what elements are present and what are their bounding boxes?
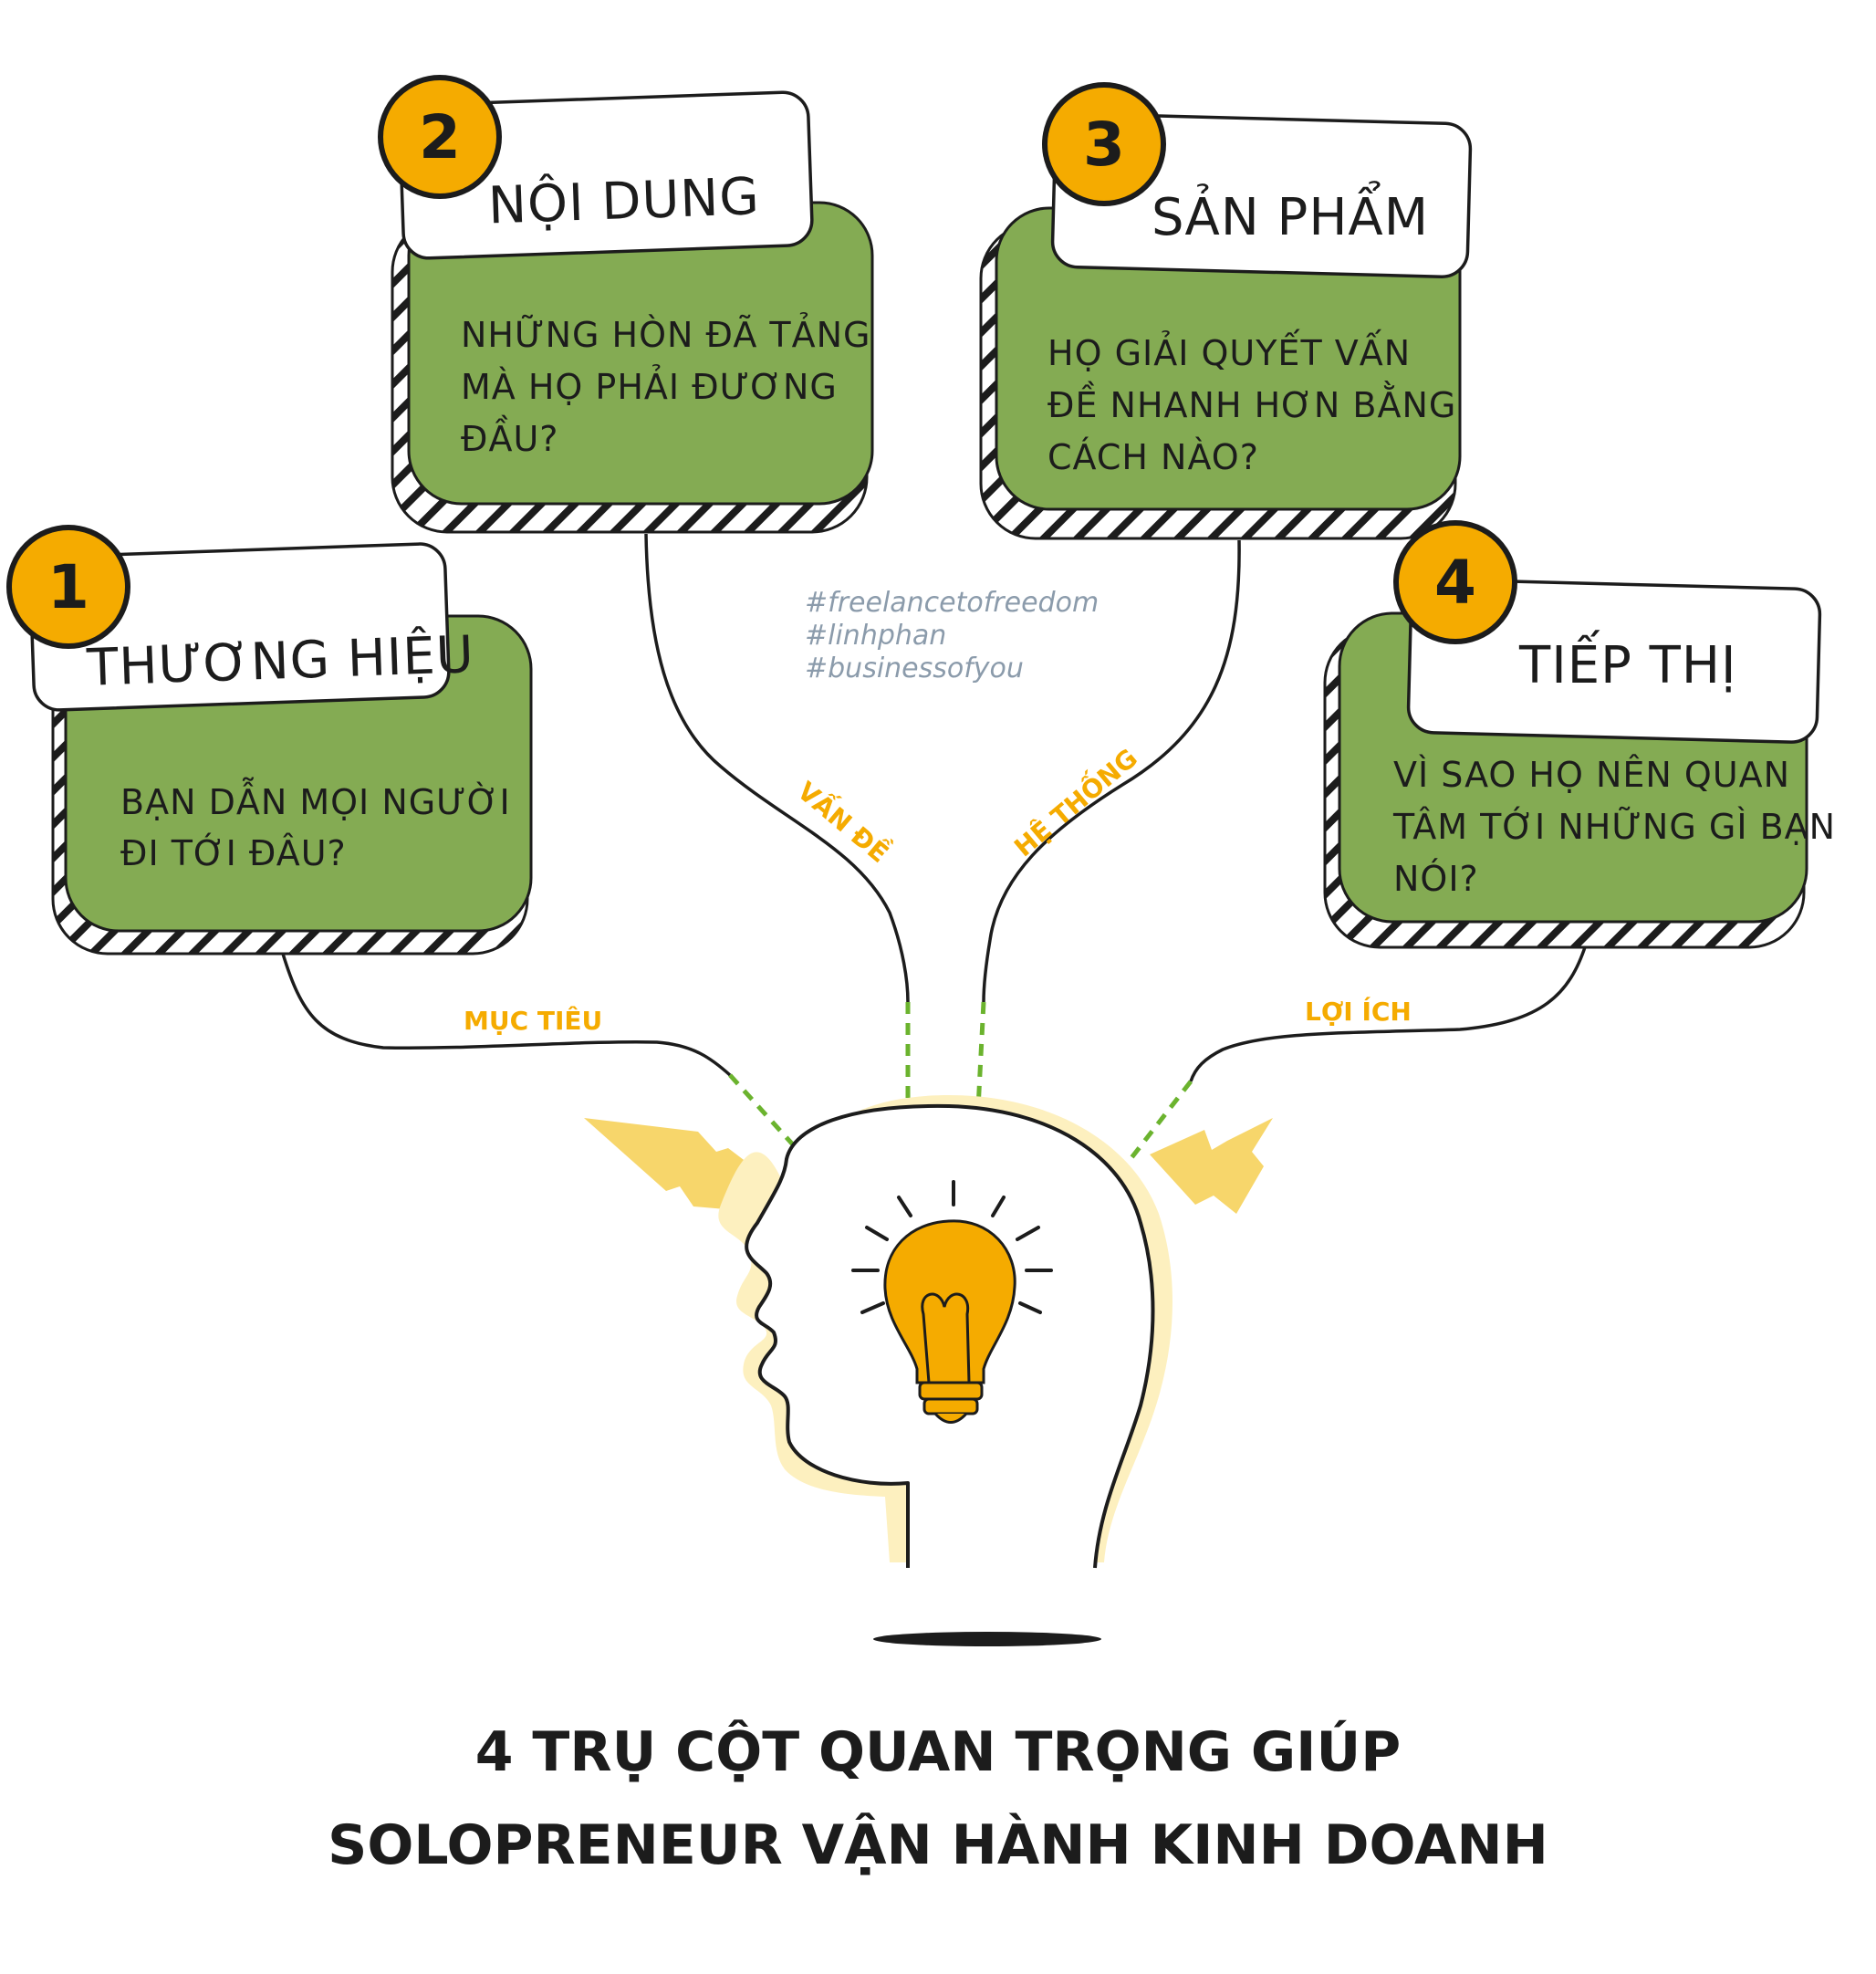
main-title-line-1: 4 TRỤ CỘT QUAN TRỌNG GIÚP [475, 1719, 1401, 1784]
pillar-card-1: THƯƠNG HIỆU BẠN DẪN MỌI NGƯỜI ĐI TỚI ĐÂU… [6, 525, 533, 956]
pillar-question-4-line-3: NÓI? [1393, 859, 1479, 899]
lightbulb-icon [851, 1180, 1053, 1424]
pillar-title-3: SẢN PHẨM [1152, 182, 1429, 247]
connector-van-de [644, 533, 911, 1109]
connector-label-loi-ich: LỢI ÍCH [1305, 996, 1412, 1027]
connector-label-muc-tieu: MỤC TIÊU [464, 1005, 602, 1036]
connector-he-thong [975, 539, 1241, 1110]
pillar-number-badge-2 [378, 75, 502, 199]
pillar-card-3: SẢN PHẨM HỌ GIẢI QUYẾT VẤN ĐỀ NHANH HƠN … [979, 82, 1473, 540]
pillar-number-1: 1 [47, 552, 89, 622]
hashtag-3: #businessofyou [805, 653, 1024, 684]
pillar-number-4: 4 [1434, 548, 1476, 618]
pillar-question-4-line-2: TÂM TỚI NHỮNG GÌ BẠN [1392, 807, 1836, 847]
hashtags: #freelancetofreedom #linhphan #businesso… [805, 587, 1099, 684]
lightning-bolt-icon [584, 1118, 766, 1212]
pillar-question-3-line-3: CÁCH NÀO? [1047, 437, 1259, 477]
pillar-card-4-title-box [1406, 578, 1822, 744]
pillar-number-3: 3 [1083, 110, 1125, 180]
pillar-question-2-line-3: ĐẦU? [461, 415, 558, 459]
pillar-card-2: NỘI DUNG NHỮNG HÒN ĐÃ TẢNG MÀ HỌ PHẢI ĐƯ… [378, 75, 874, 534]
pillar-question-2-line-2: MÀ HỌ PHẢI ĐƯƠNG [461, 365, 838, 407]
pillar-title-2: NỘI DUNG [487, 167, 761, 235]
pillar-number-badge-3 [1042, 82, 1166, 206]
pillar-question-4-line-1: VÌ SAO HỌ NÊN QUAN [1393, 755, 1790, 795]
connector-loi-ich [1116, 944, 1588, 1177]
connector-label-van-de: VẤN ĐỀ [792, 772, 898, 869]
main-title-line-2: SOLOPRENEUR VẬN HÀNH KINH DOANH [328, 1812, 1548, 1877]
pillar-question-1-line-2: ĐI TỚI ĐÂU? [120, 833, 347, 873]
pillar-number-badge-1 [6, 525, 130, 649]
pillar-question-3-line-2: ĐỀ NHANH HƠN BẰNG [1047, 381, 1456, 425]
pillar-card-4: TIẾP THỊ VÌ SAO HỌ NÊN QUAN TÂM TỚI NHỮN… [1323, 520, 1836, 949]
pillar-question-2-line-1: NHỮNG HÒN ĐÃ TẢNG [461, 313, 870, 355]
lightning-bolt-icon [1150, 1118, 1273, 1214]
pillar-number-2: 2 [419, 102, 461, 172]
hashtag-2: #linhphan [805, 620, 946, 652]
pillar-title-4: TIẾP THỊ [1518, 631, 1737, 695]
hashtag-1: #freelancetofreedom [805, 587, 1099, 619]
connector-label-he-thong: HỆ THỐNG [1006, 739, 1143, 862]
head-shadow [873, 1632, 1101, 1646]
connector-muc-tieu [281, 953, 809, 1163]
pillar-question-1-line-1: BẠN DẪN MỌI NGƯỜI [120, 778, 511, 822]
pillar-title-1: THƯƠNG HIỆU [85, 625, 475, 698]
pillar-number-badge-4 [1393, 520, 1517, 644]
pillar-question-3-line-1: HỌ GIẢI QUYẾT VẤN [1047, 329, 1411, 373]
